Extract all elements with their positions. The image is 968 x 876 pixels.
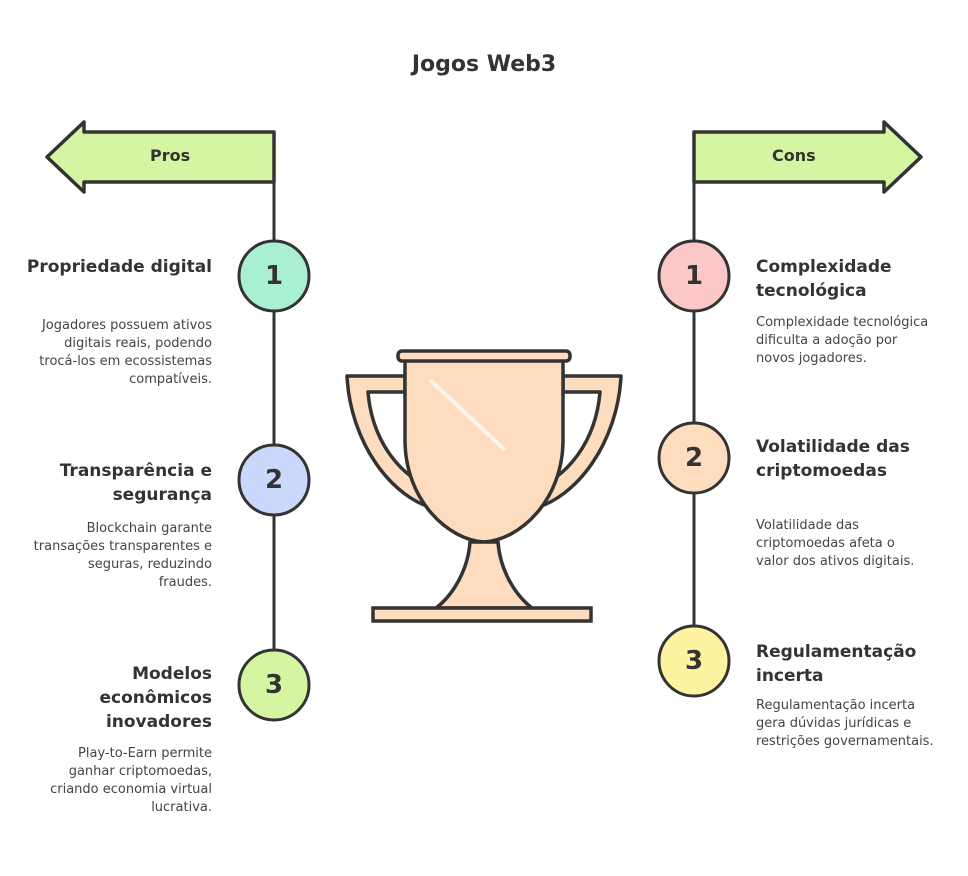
pros-number-1: 1 bbox=[264, 261, 284, 291]
pros-item-1-title: Propriedade digital bbox=[26, 257, 212, 277]
cons-number-2: 2 bbox=[684, 443, 704, 473]
pros-item-1-text: Jogadores possuem ativos digitais reais,… bbox=[39, 318, 212, 387]
pros-circle-2 bbox=[237, 443, 311, 517]
page-title: Jogos Web3 bbox=[411, 52, 557, 77]
cons-circle-2 bbox=[657, 421, 731, 495]
cons-item-3-text: Regulamentação incerta gera dúvidas jurí… bbox=[756, 698, 934, 749]
pros-arrow bbox=[45, 120, 276, 194]
cons-item-1-text: Complexidade tecnológica dificulta a ado… bbox=[756, 315, 929, 366]
cons-item-2-text: Volatilidade das criptomoedas afeta o va… bbox=[756, 518, 915, 569]
cons-arrow bbox=[692, 120, 923, 194]
cons-item-2-title: Volatilidade das criptomoedas bbox=[756, 437, 910, 481]
pros-item-3-text: Play-to-Earn permite ganhar criptomoedas… bbox=[50, 746, 212, 815]
cons-item-1-title: Complexidade tecnológica bbox=[756, 257, 892, 301]
pros-item-2-title: Transparência e segurança bbox=[59, 461, 212, 505]
pros-circle-1 bbox=[237, 239, 311, 313]
trophy-icon bbox=[345, 349, 623, 623]
pros-number-2: 2 bbox=[264, 465, 284, 495]
pros-item-3-title: Modelos econômicos inovadores bbox=[99, 664, 212, 732]
pros-circle-3 bbox=[237, 648, 311, 722]
pros-item-2-text: Blockchain garante transações transparen… bbox=[33, 521, 212, 590]
cons-item-3-title: Regulamentação incerta bbox=[756, 642, 917, 686]
pros-label: Pros bbox=[150, 146, 191, 165]
cons-circle-3 bbox=[657, 624, 731, 698]
cons-label: Cons bbox=[772, 146, 816, 165]
cons-number-1: 1 bbox=[684, 261, 704, 291]
cons-number-3: 3 bbox=[684, 646, 704, 676]
cons-circle-1 bbox=[657, 239, 731, 313]
pros-number-3: 3 bbox=[264, 670, 284, 700]
